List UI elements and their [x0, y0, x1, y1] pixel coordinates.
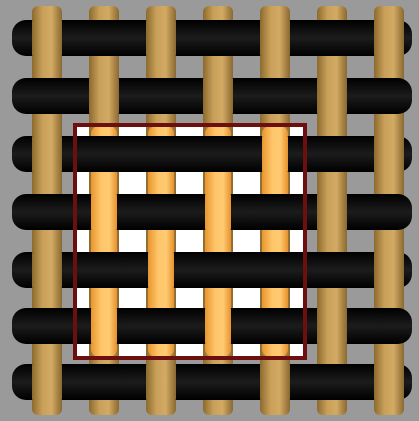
warp-over-weft	[317, 304, 347, 348]
warp-over-weft	[32, 360, 62, 404]
warp-over-weft	[374, 16, 404, 60]
weft-yarn	[12, 252, 412, 288]
warp-over-weft	[91, 190, 117, 234]
warp-over-weft	[317, 190, 347, 234]
warp-over-weft	[32, 132, 62, 176]
warp-over-weft	[146, 360, 176, 404]
warp-over-weft	[260, 16, 290, 60]
warp-over-weft	[148, 248, 174, 292]
weft-yarn	[12, 20, 412, 56]
warp-over-weft	[374, 248, 404, 292]
warp-over-weft	[374, 132, 404, 176]
warp-over-weft	[32, 16, 62, 60]
warp-over-weft	[91, 304, 117, 348]
warp-over-weft	[203, 74, 233, 118]
warp-over-weft	[146, 16, 176, 60]
warp-over-weft	[205, 304, 231, 348]
warp-over-weft	[32, 248, 62, 292]
weft-yarn	[12, 364, 412, 400]
weft-yarn	[12, 136, 412, 172]
warp-over-weft	[317, 74, 347, 118]
warp-over-weft	[205, 190, 231, 234]
warp-over-weft	[374, 360, 404, 404]
warp-over-weft	[260, 360, 290, 404]
warp-over-weft	[262, 132, 288, 176]
warp-over-weft	[89, 74, 119, 118]
